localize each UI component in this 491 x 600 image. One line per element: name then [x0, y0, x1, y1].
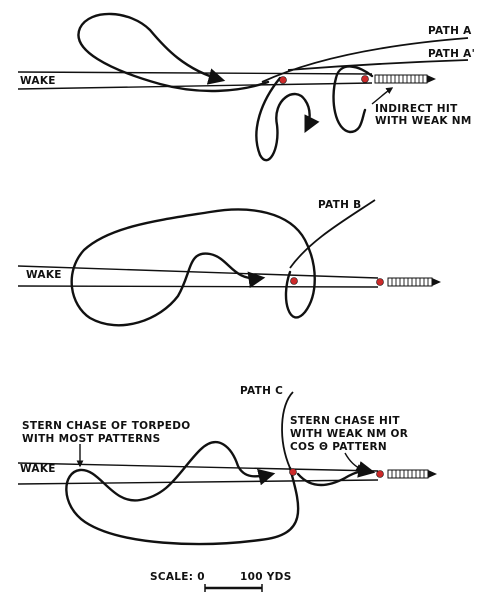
- label-path-a-prime: PATH A': [428, 48, 475, 60]
- wake-line-lower-2: [17, 285, 379, 288]
- panel-path-a: PATH A PATH A' WAKE INDIRECT HIT WITH WE…: [17, 12, 475, 162]
- wake-line-upper-2: [17, 265, 379, 279]
- wake-line-upper-3: [17, 462, 379, 472]
- label-stern-chase-hit-line3: COS Θ PATTERN: [290, 441, 387, 453]
- stern-chase-hit-leader: [344, 452, 364, 471]
- label-stern-chase-hit-line2: WITH WEAK NM OR: [290, 428, 408, 440]
- target-dot-4: [376, 278, 384, 286]
- label-wake-3: WAKE: [20, 463, 56, 475]
- label-path-c: PATH C: [240, 385, 283, 397]
- path-a-prime-line: [287, 59, 469, 71]
- label-path-b: PATH B: [318, 199, 361, 211]
- wake-line-lower-1: [17, 82, 373, 90]
- label-stern-chase-hit-line1: STERN CHASE HIT: [290, 415, 400, 427]
- path-b-incoming: [289, 199, 376, 269]
- target-dot-5: [289, 468, 297, 476]
- panel-path-b: PATH B WAKE: [17, 199, 441, 327]
- scale-bar: SCALE: 0 100 YDS: [150, 571, 292, 592]
- wake-line-upper-1: [17, 71, 373, 75]
- torpedo-1: [374, 74, 436, 84]
- target-dot-1: [279, 76, 287, 84]
- label-scale-value: 100 YDS: [240, 571, 292, 583]
- panel-path-c: PATH C STERN CHASE OF TORPEDO WITH MOST …: [17, 385, 437, 546]
- path-a-small-loop: [255, 76, 320, 162]
- label-wake-1: WAKE: [20, 75, 56, 87]
- label-path-a: PATH A: [428, 25, 472, 37]
- path-c-incoming: [281, 391, 294, 469]
- wake-line-lower-3: [17, 479, 379, 485]
- label-indirect-hit-line1: INDIRECT HIT: [375, 103, 458, 115]
- path-c-stern-chase: [296, 461, 376, 487]
- path-a-line: [261, 37, 469, 83]
- path-b-loop: [70, 208, 316, 327]
- path-a-prime-hook: [332, 65, 374, 134]
- label-stern-chase-torpedo-line1: STERN CHASE OF TORPEDO: [22, 420, 190, 432]
- target-dot-3: [290, 277, 298, 285]
- label-scale: SCALE: 0: [150, 571, 205, 583]
- torpedo-3: [387, 469, 437, 479]
- path-c-loop: [65, 440, 300, 546]
- label-stern-chase-torpedo-line2: WITH MOST PATTERNS: [22, 433, 160, 445]
- indirect-hit-leader: [371, 87, 394, 105]
- label-wake-2: WAKE: [26, 269, 62, 281]
- path-a-big-loop: [77, 12, 270, 93]
- target-dot-6: [376, 470, 384, 478]
- torpedo-2: [387, 277, 441, 287]
- target-dot-2: [361, 75, 369, 83]
- label-indirect-hit-line2: WITH WEAK NM: [375, 115, 472, 127]
